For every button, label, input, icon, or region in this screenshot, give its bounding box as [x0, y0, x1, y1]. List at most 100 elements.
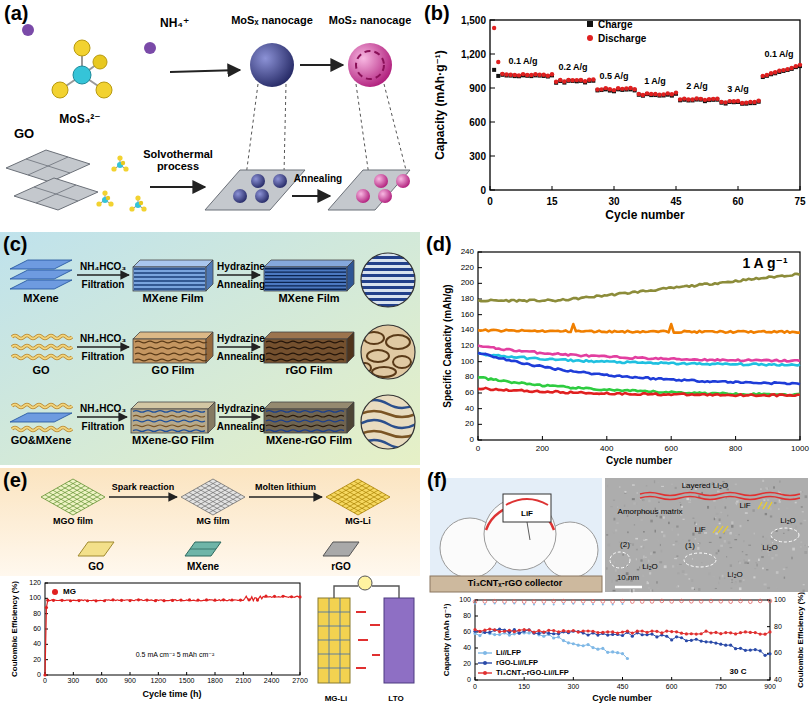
process-node: MXene Film	[132, 258, 214, 305]
text-label: LiF	[521, 510, 533, 519]
discharge-point	[728, 99, 732, 103]
text-label: 1800	[207, 677, 223, 685]
efficiency-point	[563, 603, 565, 605]
art-line	[69, 495, 101, 513]
axis-tick	[478, 393, 482, 394]
tem-grain	[684, 574, 687, 576]
tem-grain	[762, 480, 764, 482]
tem-grain	[657, 539, 659, 542]
tem-grain	[804, 551, 807, 554]
tem-grain	[657, 482, 659, 483]
process-node: MXene-GO Film	[130, 400, 216, 447]
tem-grain	[690, 499, 691, 500]
art-line	[318, 612, 350, 613]
art-line	[150, 186, 205, 188]
node-label: MG film	[197, 516, 230, 526]
art-g	[246, 84, 407, 176]
art-polygon	[78, 542, 114, 556]
tem-grain	[744, 562, 747, 564]
tem-grain	[639, 567, 640, 569]
axis-tick	[490, 122, 495, 123]
art-rect	[318, 598, 350, 683]
art-polygon	[264, 402, 354, 409]
tem-grain	[762, 536, 764, 538]
axis-tick	[800, 186, 801, 190]
tem-grain	[730, 532, 732, 533]
tem-grain	[672, 565, 674, 567]
text-label: 0	[476, 445, 480, 454]
discharge-point	[504, 72, 508, 76]
tem-grain	[677, 564, 679, 566]
efficiency-point	[631, 600, 635, 604]
text-label: 20	[465, 420, 474, 429]
discharge-point	[777, 69, 781, 73]
text-label: 80	[463, 612, 471, 620]
tem-grain	[708, 572, 711, 575]
node-illustration	[263, 400, 355, 434]
art-line	[209, 481, 241, 499]
art-path	[266, 425, 344, 427]
efficiency-point	[513, 602, 515, 604]
tem-grain	[633, 502, 636, 505]
art-line	[346, 486, 378, 504]
axis-tick	[735, 436, 736, 440]
art-line	[209, 495, 241, 513]
text-label: (c)	[3, 233, 27, 255]
text-label: Filtration	[82, 421, 125, 432]
art-path	[360, 411, 416, 417]
text-label: 160	[461, 310, 474, 319]
process-node: MXene Film	[263, 258, 355, 305]
text-label: Cycle number	[605, 209, 684, 222]
art-circle	[361, 395, 415, 449]
tem-grain	[783, 568, 785, 569]
art-path	[135, 359, 207, 361]
tem-grain	[779, 480, 780, 482]
capacity-curve	[478, 388, 800, 396]
efficiency-point	[552, 599, 556, 603]
efficiency-point	[670, 600, 674, 604]
tem-grain	[688, 578, 690, 580]
art-rect	[360, 262, 416, 265]
discharge-point	[690, 97, 694, 101]
art-polygon	[133, 332, 213, 339]
tem-grain	[734, 539, 737, 540]
art-line	[384, 84, 407, 174]
efficiency-point	[622, 603, 624, 605]
text-label: 400	[600, 445, 613, 454]
tem-grain	[747, 562, 749, 564]
tem-grain	[803, 584, 805, 585]
tem-grain	[791, 557, 793, 560]
tem-grain	[800, 541, 802, 542]
tem-grain	[615, 569, 617, 572]
tem-grain	[635, 538, 638, 540]
efficiency-point	[699, 600, 703, 604]
art-line	[265, 285, 346, 286]
art-line	[265, 278, 346, 279]
tem-grain	[747, 520, 749, 521]
discharge-point	[765, 73, 769, 77]
capacity-curve	[478, 377, 800, 395]
flow-arrow	[217, 346, 260, 348]
art-polygon	[14, 178, 98, 210]
tem-grain	[624, 491, 626, 493]
text-label: Solvothermal process	[137, 148, 219, 172]
charge-point	[496, 74, 500, 78]
tem-grain	[660, 516, 662, 519]
discharge-point	[723, 100, 727, 104]
text-label: 0.1 A/g	[764, 50, 793, 60]
tem-grain	[800, 523, 802, 525]
tem-grain	[643, 539, 645, 540]
art-path	[266, 353, 344, 355]
tem-grain	[642, 499, 644, 501]
tem-grain	[607, 485, 608, 487]
tem-grain	[778, 491, 779, 492]
art-polygon	[185, 542, 221, 556]
art-rect	[503, 494, 551, 522]
tem-grain	[642, 546, 644, 549]
tem-grain	[805, 495, 808, 498]
tem-grain	[715, 533, 718, 535]
text-label: 40	[465, 404, 474, 413]
text-label: 0.1 A/g	[508, 57, 537, 67]
art-circle	[22, 24, 34, 36]
efficiency-point	[729, 600, 733, 604]
